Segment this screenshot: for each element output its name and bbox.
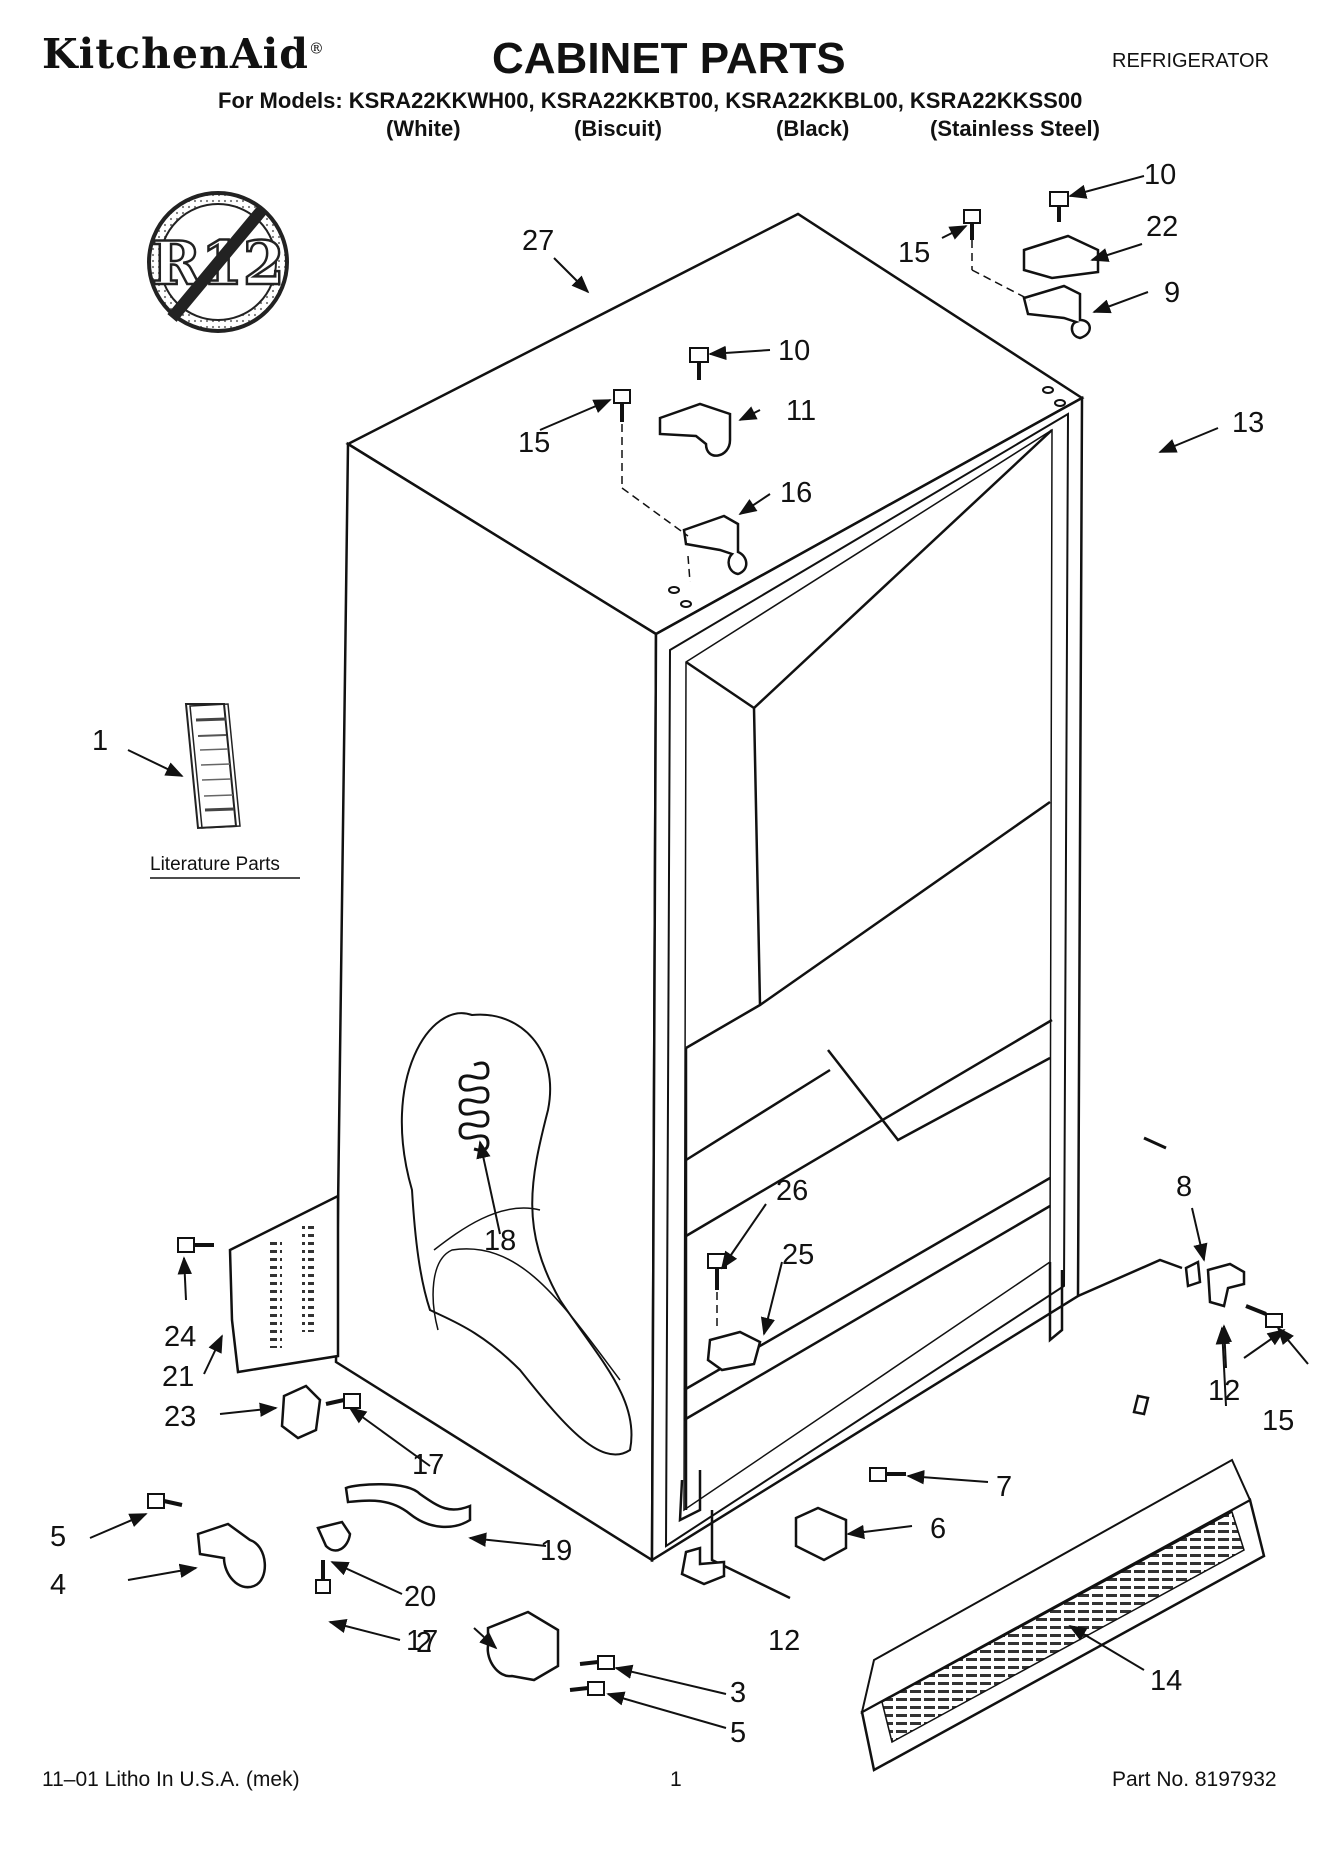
callout-17a: 17: [412, 1449, 444, 1481]
bracket-parts: [196, 1260, 1246, 1682]
brand-name: KitchenAid: [42, 30, 309, 78]
drain-hose-part: [458, 1061, 490, 1152]
page-title: CABINET PARTS: [492, 34, 846, 83]
page-number: 1: [670, 1768, 682, 1791]
callout-15b: 15: [518, 427, 550, 459]
callout-16: 16: [780, 477, 812, 509]
brand-logo: KitchenAid®: [42, 30, 325, 78]
model-color-black: (Black): [776, 116, 850, 141]
callout-15a: 15: [898, 237, 930, 269]
model-color-white: (White): [386, 116, 461, 141]
callout-14: 14: [1150, 1665, 1182, 1697]
callout-18: 18: [484, 1225, 516, 1257]
callout-10a: 10: [1144, 159, 1176, 191]
callout-23: 23: [164, 1401, 196, 1433]
callout-24: 24: [164, 1321, 196, 1353]
print-info: 11–01 Litho In U.S.A. (mek): [42, 1768, 300, 1791]
callout-22: 22: [1146, 211, 1178, 243]
callout-5b: 5: [730, 1717, 746, 1749]
callout-25: 25: [782, 1239, 814, 1271]
literature-parts-label: Literature Parts: [150, 854, 280, 875]
models-line: For Models: KSRA22KKWH00, KSRA22KKBT00, …: [218, 88, 1083, 113]
callout-20: 20: [404, 1581, 436, 1613]
callout-11: 11: [786, 395, 816, 427]
callout-4: 4: [50, 1569, 66, 1601]
power-cord-bracket-part: [228, 1193, 340, 1374]
part-number: Part No. 8197932: [1112, 1768, 1277, 1791]
refrigerator-cabinet: [334, 212, 1183, 1600]
callout-6: 6: [930, 1513, 946, 1545]
callout-3: 3: [730, 1677, 746, 1709]
callout-21: 21: [162, 1361, 194, 1393]
callout-1: 1: [92, 725, 108, 757]
model-color-biscuit: (Biscuit): [574, 116, 662, 141]
callout-15c: 15: [1262, 1405, 1294, 1437]
callout-numbers: 1 2 3 4 5 5 6 7 8 9 10 10 11 12 12 13 14…: [50, 159, 1294, 1749]
callout-9: 9: [1164, 277, 1180, 309]
callout-7: 7: [996, 1471, 1012, 1503]
model-color-stainless: (Stainless Steel): [930, 116, 1100, 141]
upper-hinge-parts: [658, 234, 1100, 576]
callout-5a: 5: [50, 1521, 66, 1553]
callout-12b: 12: [768, 1625, 800, 1657]
callout-12a: 12: [1208, 1375, 1240, 1407]
brand-registered-mark: ®: [308, 39, 325, 58]
manual-booklet-icon: [184, 703, 241, 830]
callout-26: 26: [776, 1175, 808, 1207]
callout-2: 2: [416, 1627, 432, 1659]
callout-27: 27: [522, 225, 554, 257]
base-grille-part: [860, 1458, 1266, 1772]
callout-10b: 10: [778, 335, 810, 367]
appliance-type: REFRIGERATOR: [1112, 50, 1270, 72]
callout-8: 8: [1176, 1171, 1192, 1203]
callout-19: 19: [540, 1535, 572, 1567]
callout-13: 13: [1232, 407, 1264, 439]
callout-17c: 17: [406, 1625, 438, 1657]
no-r12-refrigerant-icon: R12: [147, 191, 289, 333]
